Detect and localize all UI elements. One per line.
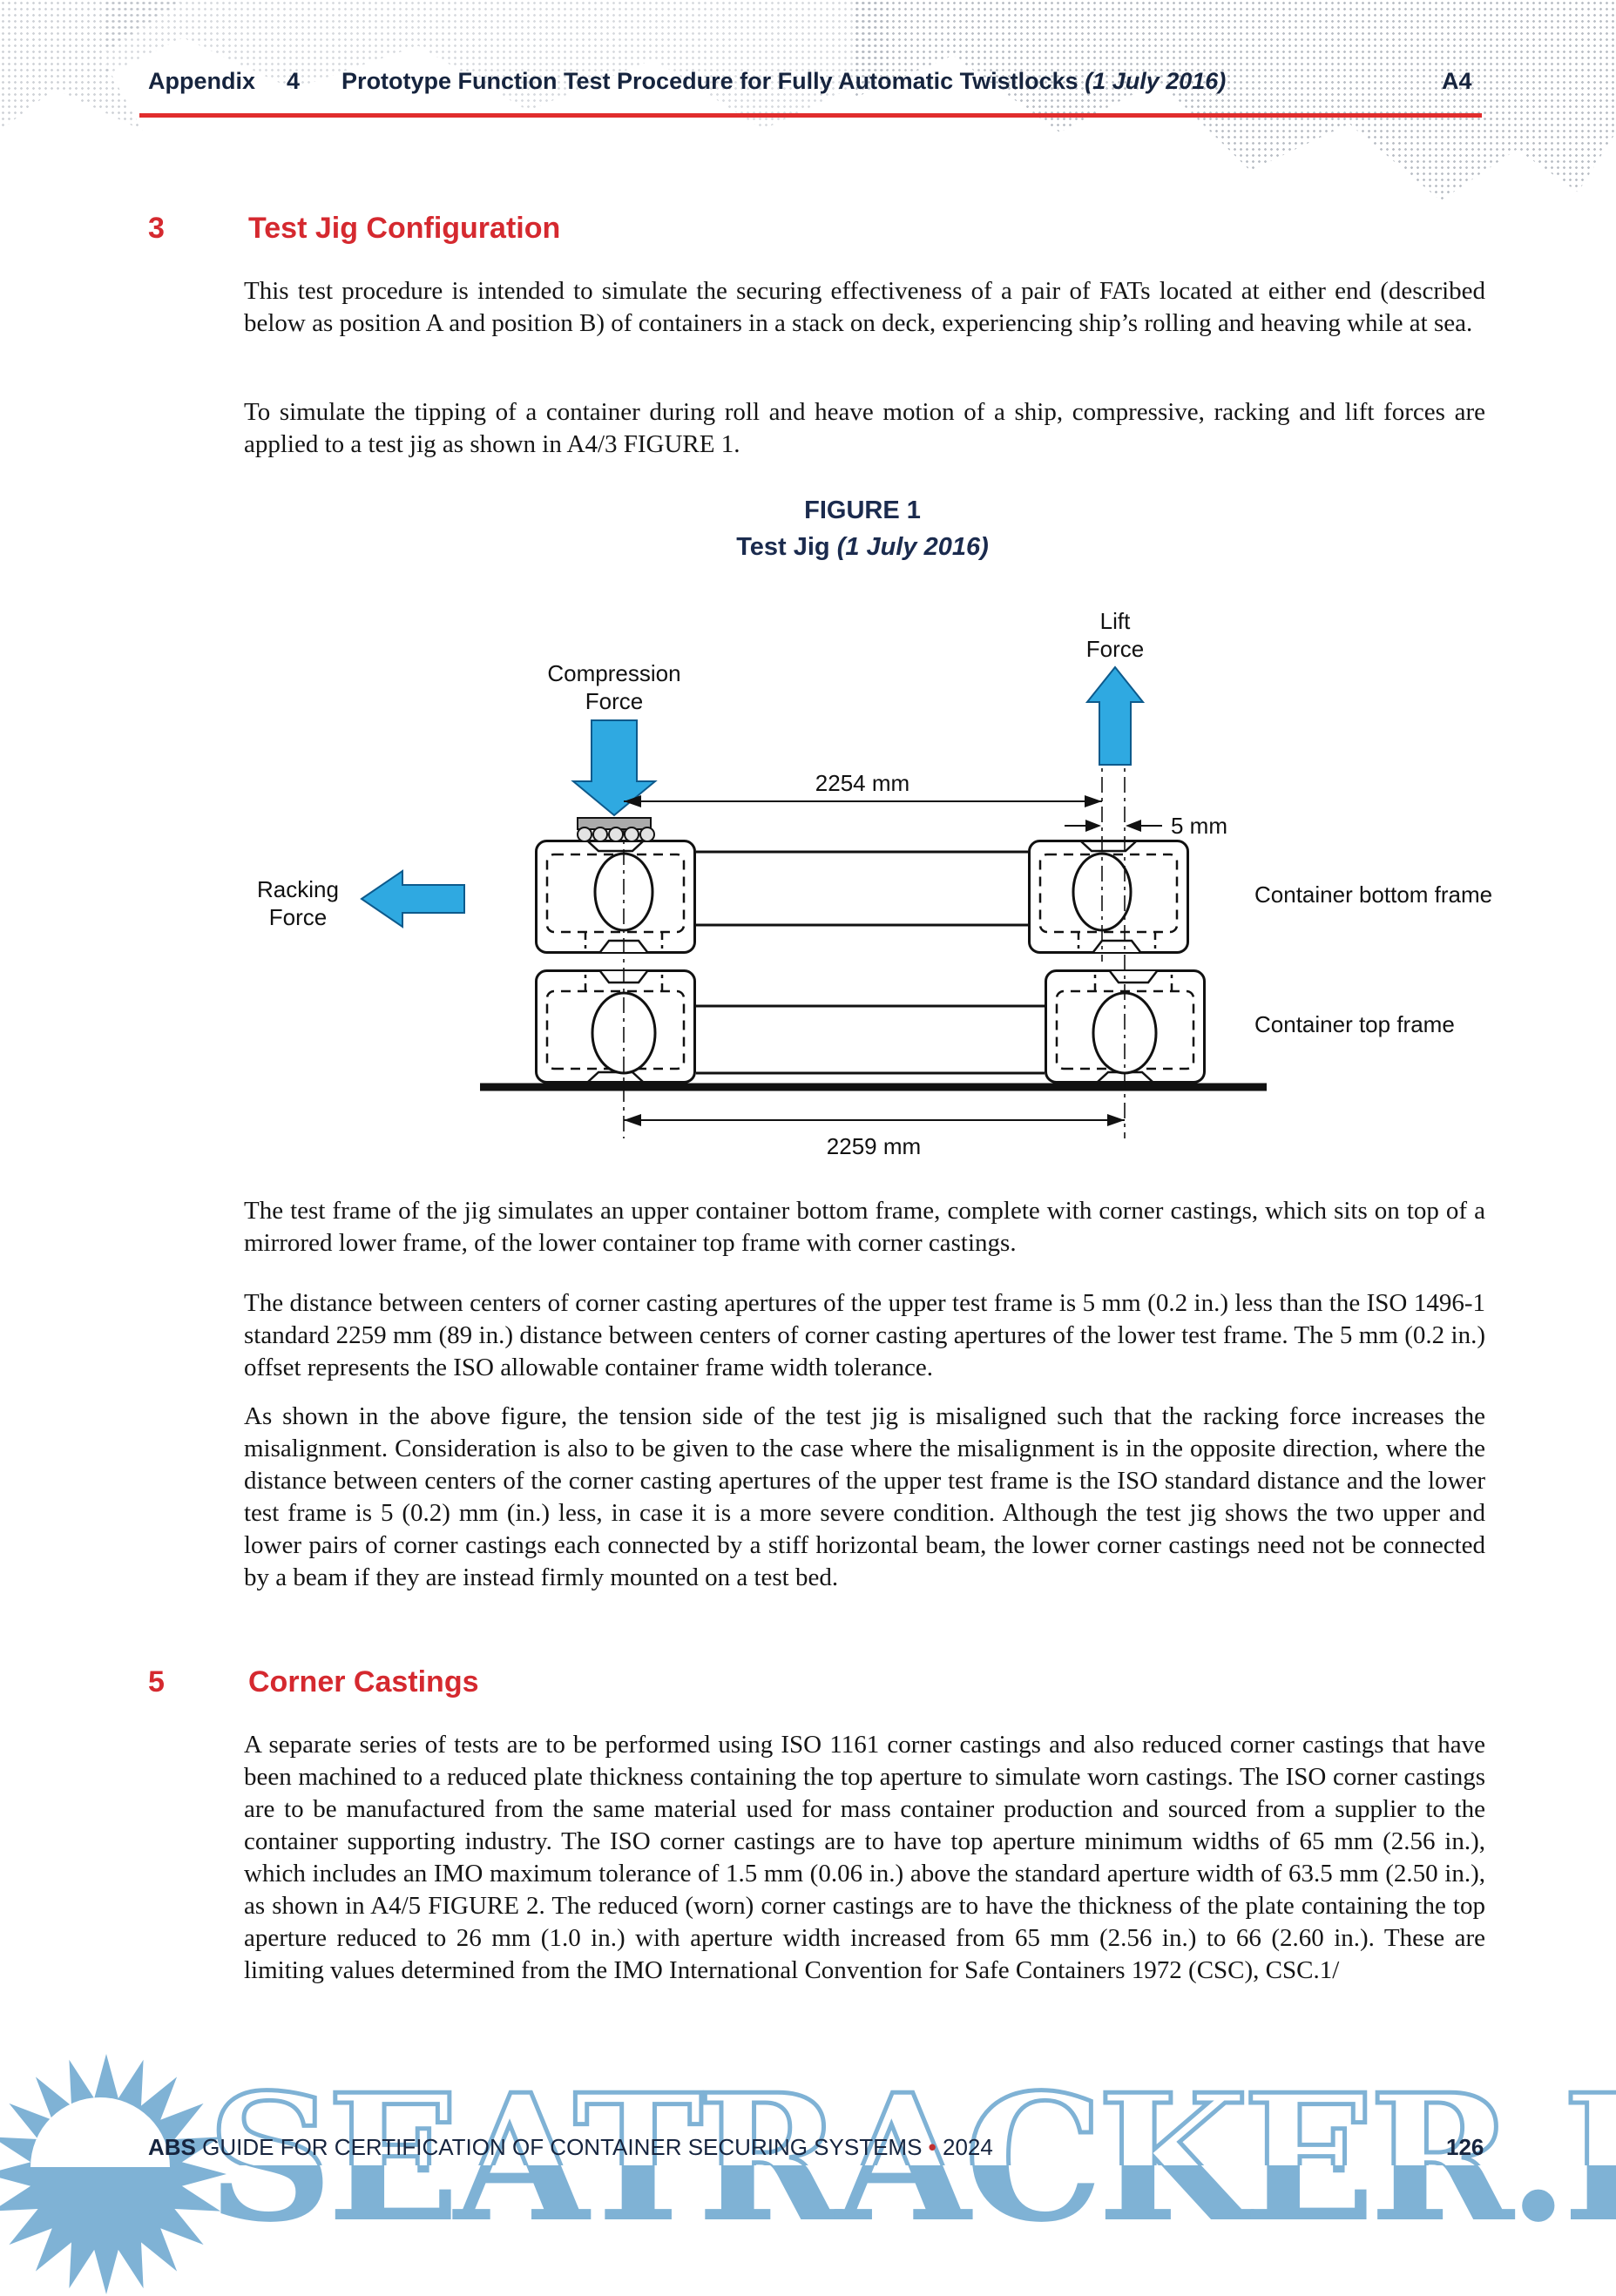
footer-year: 2024	[943, 2134, 993, 2160]
racking-force-label-2: Force	[269, 904, 327, 930]
dim-top-label: 2254 mm	[815, 770, 909, 796]
sun-logo-icon	[0, 2054, 227, 2294]
header-title: Prototype Function Test Procedure for Fu…	[341, 68, 1078, 94]
roller-bearings	[577, 827, 655, 842]
corner-casting-upper-left	[535, 840, 696, 954]
figure-caption-line1: FIGURE 1	[804, 496, 921, 524]
page-footer: ABS GUIDE FOR CERTIFICATION OF CONTAINER…	[148, 2134, 993, 2161]
header-appendix-label: Appendix	[148, 68, 256, 94]
dim-offset-label: 5 mm	[1171, 813, 1227, 839]
corner-casting-lower-left	[535, 969, 696, 1084]
footer-brand: ABS	[148, 2134, 196, 2160]
section-5-title: Corner Castings	[248, 1665, 479, 1698]
figure-caption-date: (1 July 2016)	[836, 533, 989, 561]
paragraph-5: As shown in the above figure, the tensio…	[244, 1402, 1485, 1591]
corner-casting-upper-right	[1028, 840, 1189, 954]
racking-arrow-icon	[360, 869, 465, 929]
halftone-pattern-top-right	[854, 0, 1616, 201]
footer-title: GUIDE FOR CERTIFICATION OF CONTAINER SEC…	[202, 2134, 923, 2160]
centerlines	[623, 747, 1126, 1138]
dimension-2254	[624, 795, 1102, 807]
test-jig-figure: 2254 mm 5 mm 2259 mm Compression Force L…	[257, 608, 1492, 1159]
figure-caption-line2: Test Jig (1 July 2016)	[244, 533, 1481, 562]
watermark-seatracker-solid: SEATRACKER.RU	[207, 2056, 1616, 2261]
section-3-title: Test Jig Configuration	[248, 212, 561, 245]
lift-force-label-1: Lift	[1100, 608, 1131, 634]
lift-force-label-2: Force	[1086, 636, 1144, 662]
dimension-5mm	[1065, 820, 1162, 832]
page-number: 126	[1446, 2134, 1484, 2160]
paragraph-3: The test frame of the jig simulates an u…	[244, 1197, 1485, 1257]
container-bottom-frame-label: Container bottom frame	[1254, 881, 1492, 908]
paragraph-1: This test procedure is intended to simul…	[244, 277, 1485, 337]
lift-arrow-icon	[1085, 665, 1146, 766]
upper-frame-beam	[696, 850, 1028, 927]
dimension-2259	[624, 1114, 1125, 1126]
section-3-number: 3	[148, 212, 165, 245]
footer-bullet: •	[928, 2134, 936, 2160]
compression-force-label-1: Compression	[547, 660, 680, 686]
header-date: (1 July 2016)	[1085, 68, 1227, 94]
figure-caption-title: Test Jig	[736, 533, 830, 561]
container-top-frame-label: Container top frame	[1254, 1011, 1455, 1037]
paragraph-6: A separate series of tests are to be per…	[244, 1731, 1485, 1984]
watermark-seatracker-outline: SEATRACKER.RU	[207, 2056, 1616, 2261]
paragraph-2: To simulate the tipping of a container d…	[244, 398, 1485, 458]
section-5-number: 5	[148, 1665, 165, 1698]
lower-frame-beam	[696, 1004, 1045, 1075]
page-header: Appendix 4 Prototype Function Test Procedu…	[148, 68, 1226, 95]
header-appendix-number: 4	[287, 68, 301, 94]
racking-force-label-1: Racking	[257, 876, 339, 902]
dim-bottom-label: 2259 mm	[827, 1133, 921, 1159]
header-corner-ref: A4	[1442, 68, 1472, 94]
compression-arrow-icon	[571, 719, 658, 817]
paragraph-4: The distance between centers of corner c…	[244, 1289, 1485, 1381]
header-rule	[139, 113, 1482, 118]
compression-force-label-2: Force	[585, 688, 643, 714]
